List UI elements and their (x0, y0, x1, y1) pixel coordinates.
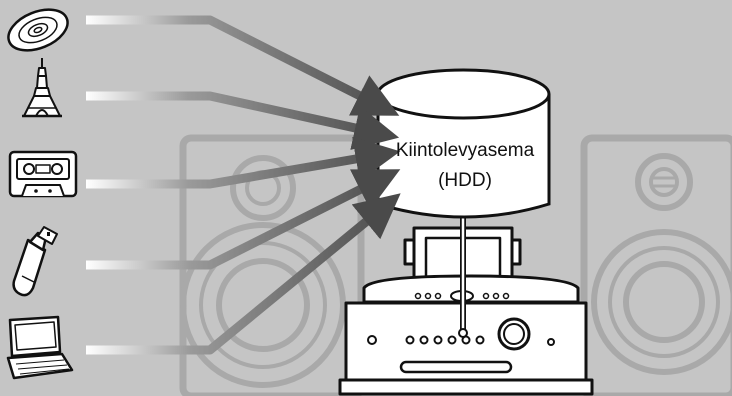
speaker-right-icon (584, 138, 732, 396)
arrow-cassette-to-hdd (86, 155, 379, 184)
laptop-icon (8, 317, 72, 378)
cassette-icon (10, 152, 76, 196)
radio-tower-icon (22, 58, 62, 116)
hdd-connection-line (459, 216, 467, 337)
usb-stick-icon (14, 227, 57, 295)
hdd-label: Kiintolevyasema (HDD) (380, 136, 550, 196)
hdd-label-line1: Kiintolevyasema (380, 136, 550, 166)
arrow-tower-to-hdd (86, 96, 378, 133)
cd-icon (3, 2, 74, 59)
hdd-label-line2: (HDD) (380, 166, 550, 196)
